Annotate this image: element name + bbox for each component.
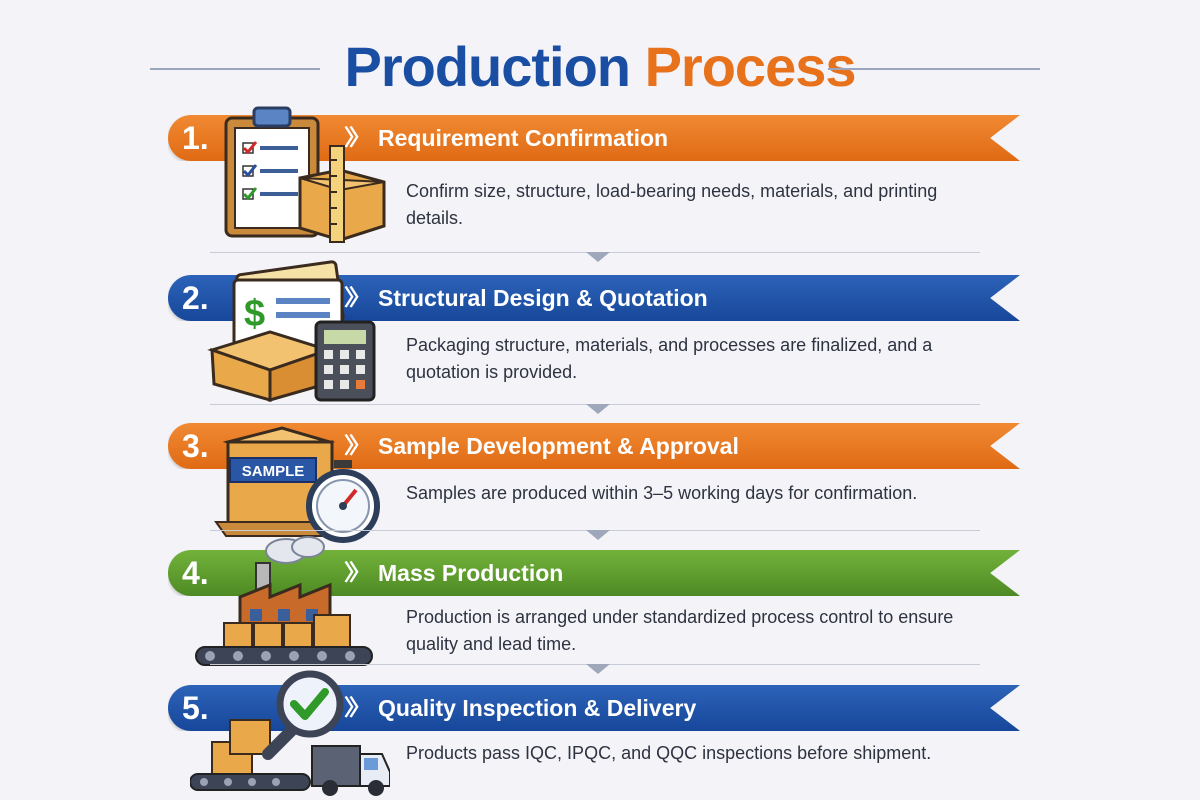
step-2-number: 2.: [182, 280, 209, 316]
quote-calculator-icon: $: [207, 260, 376, 402]
title-rule-left: [150, 68, 320, 70]
step-4-title: Mass Production: [378, 560, 564, 586]
down-arrow-icon: [586, 530, 610, 540]
step-3-number: 3.: [182, 428, 209, 464]
title-word-1: Production: [344, 35, 631, 98]
step-4-number: 4.: [182, 555, 209, 591]
down-arrow-icon: [586, 664, 610, 674]
step-3-description: Samples are produced within 3–5 working …: [406, 483, 918, 503]
step-5-title: Quality Inspection & Delivery: [378, 695, 697, 721]
step-4-description: Production is arranged under standardize…: [406, 607, 954, 654]
step-5-description: Products pass IQC, IPQC, and QQC inspect…: [406, 743, 932, 763]
step-2-title: Structural Design & Quotation: [378, 285, 708, 311]
title-rule-right: [828, 68, 1040, 70]
svg-text:$: $: [244, 293, 265, 335]
sample-label: SAMPLE: [242, 463, 305, 480]
step-1-description: Confirm size, structure, load-bearing ne…: [406, 181, 938, 228]
step-2-description: Packaging structure, materials, and proc…: [406, 335, 933, 382]
down-arrow-icon: [586, 252, 610, 262]
factory-conveyor-icon: [195, 536, 373, 666]
step-1-number: 1.: [182, 120, 209, 156]
inspection-truck-icon: [190, 670, 390, 796]
step-1-title: Requirement Confirmation: [378, 125, 669, 151]
step-5-number: 5.: [182, 690, 209, 726]
sample-box-stopwatch-icon: SAMPLE: [214, 426, 380, 543]
step-3-title: Sample Development & Approval: [378, 433, 739, 459]
title-word-2: Process: [644, 35, 857, 98]
clipboard-box-icon: [224, 106, 386, 243]
down-arrow-icon: [586, 404, 610, 414]
page-title: Production Process: [0, 32, 1200, 102]
